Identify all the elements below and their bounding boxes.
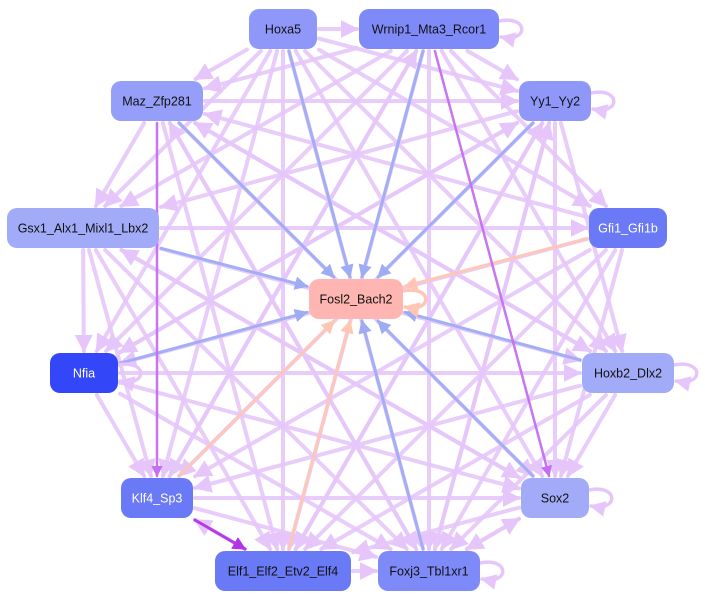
edge-wrnip1-to-yy1 xyxy=(465,49,519,82)
node-nfia[interactable]: Nfia xyxy=(50,353,118,393)
node-label: Hoxb2_Dlx2 xyxy=(594,367,662,381)
edge-klf4-to-fosl2 xyxy=(177,319,336,478)
edge-hoxb2-to-fosl2 xyxy=(403,309,582,362)
node-maz[interactable]: Maz_Zfp281 xyxy=(111,81,203,121)
node-label: Sox2 xyxy=(541,492,570,506)
node-yy1[interactable]: Yy1_Yy2 xyxy=(519,81,591,121)
node-label: Foxj3_Tbl1xr1 xyxy=(389,565,468,579)
node-label: Maz_Zfp281 xyxy=(122,95,192,109)
edge-maz-to-gsx1 xyxy=(93,121,147,208)
edge-sox2-to-gsx1 xyxy=(119,248,521,480)
edge-gsx1-to-fosl2 xyxy=(159,246,309,290)
edge-klf4-to-elf1 xyxy=(193,518,247,551)
edge-hoxb2-to-sox2 xyxy=(565,393,618,478)
edge-gsx1-to-nfia xyxy=(74,248,93,353)
node-box xyxy=(309,279,403,319)
edge-nfia-to-klf4 xyxy=(94,393,147,478)
self-loop-nfia xyxy=(116,362,143,392)
self-loop-foxj3 xyxy=(478,560,505,590)
node-hoxa5[interactable]: Hoxa5 xyxy=(249,9,317,49)
node-klf4[interactable]: Klf4_Sp3 xyxy=(121,478,193,518)
node-label: Yy1_Yy2 xyxy=(530,95,580,109)
node-box xyxy=(215,551,351,591)
edge-sox2-to-fosl2 xyxy=(376,319,535,478)
node-wrnip1[interactable]: Wrnip1_Mta3_Rcor1 xyxy=(359,9,499,49)
node-box xyxy=(521,478,589,518)
node-label: Elf1_Elf2_Etv2_Elf4 xyxy=(228,565,339,579)
node-box xyxy=(519,81,591,121)
edge-hoxa5-to-fosl2 xyxy=(287,49,354,279)
edge-nfia-to-fosl2 xyxy=(118,309,309,365)
node-sox2[interactable]: Sox2 xyxy=(521,478,589,518)
edge-nfia-to-yy1 xyxy=(118,120,519,355)
node-box xyxy=(249,9,317,49)
edge-elf1-to-fosl2 xyxy=(287,319,354,551)
edge-hoxb2-to-maz xyxy=(193,121,592,353)
node-box xyxy=(582,353,674,393)
self-loop-sox2 xyxy=(587,487,614,517)
edge-foxj3-to-maz xyxy=(167,121,419,551)
node-label: Klf4_Sp3 xyxy=(132,492,183,506)
edge-wrnip1-to-fosl2 xyxy=(358,49,425,279)
edge-gfi1-to-maz xyxy=(203,109,589,219)
edges-layer xyxy=(74,20,627,580)
edge-foxj3-to-fosl2 xyxy=(358,319,425,551)
node-box xyxy=(121,478,193,518)
node-label: Fosl2_Bach2 xyxy=(320,293,393,307)
node-label: Hoxa5 xyxy=(265,23,301,37)
node-box xyxy=(50,353,118,393)
node-box xyxy=(359,9,499,49)
node-gsx1[interactable]: Gsx1_Alx1_Mixl1_Lbx2 xyxy=(7,208,159,248)
self-loop-yy1 xyxy=(589,90,616,120)
node-elf1[interactable]: Elf1_Elf2_Etv2_Elf4 xyxy=(215,551,351,591)
node-box xyxy=(7,208,159,248)
node-box xyxy=(589,208,667,248)
node-label: Nfia xyxy=(73,367,95,381)
edge-hoxa5-to-maz xyxy=(193,47,249,81)
edge-klf4-to-foxj3 xyxy=(193,506,378,562)
edge-gfi1-to-klf4 xyxy=(193,248,592,479)
edge-gfi1-to-fosl2 xyxy=(403,237,589,290)
edge-wrnip1-to-sox2 xyxy=(433,49,552,478)
node-label: Wrnip1_Mta3_Rcor1 xyxy=(372,23,486,37)
node-label: Gfi1_Gfi1b xyxy=(598,222,658,236)
self-loop-hoxb2 xyxy=(672,362,699,392)
edge-hoxb2-to-klf4 xyxy=(193,383,582,493)
node-gfi1[interactable]: Gfi1_Gfi1b xyxy=(589,208,667,248)
self-loops-layer xyxy=(116,18,699,590)
edge-klf4-to-wrnip1 xyxy=(167,49,419,478)
edge-wrnip1-to-maz xyxy=(203,46,359,93)
node-label: Gsx1_Alx1_Mixl1_Lbx2 xyxy=(18,222,149,236)
node-box xyxy=(111,81,203,121)
node-box xyxy=(378,551,480,591)
self-loop-fosl2 xyxy=(401,288,428,318)
edge-foxj3-to-sox2 xyxy=(464,516,521,551)
edge-yy1-to-fosl2 xyxy=(376,121,535,279)
edge-yy1-to-gsx1 xyxy=(159,109,519,212)
edge-sox2-to-elf1 xyxy=(351,505,521,557)
node-fosl2[interactable]: Fosl2_Bach2 xyxy=(309,279,403,319)
node-foxj3[interactable]: Foxj3_Tbl1xr1 xyxy=(378,551,480,591)
node-hoxb2[interactable]: Hoxb2_Dlx2 xyxy=(582,353,674,393)
self-loop-wrnip1 xyxy=(497,18,524,48)
edge-maz-to-fosl2 xyxy=(177,121,336,279)
